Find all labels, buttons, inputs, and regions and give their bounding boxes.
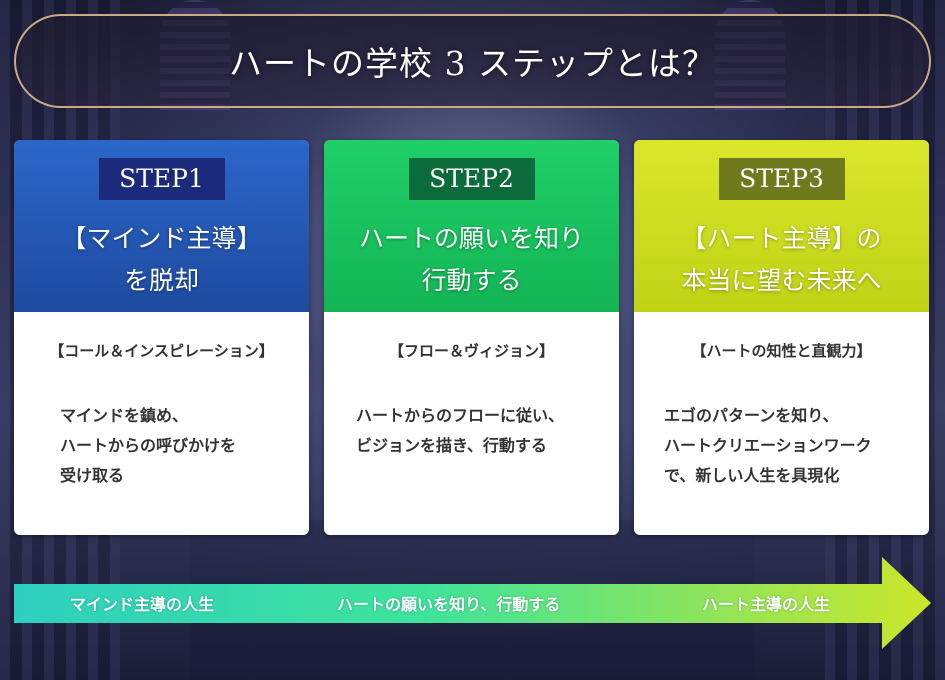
title-banner: ハートの学校 3 ステップとは？ [14, 14, 931, 108]
step-card-2: STEP2 ハートの願いを知り 行動する 【フロー＆ヴィジョン】 ハートからのフ… [324, 140, 619, 535]
step-card-header: STEP3 【ハート主導】の 本当に望む未来へ [634, 140, 929, 312]
progress-arrow-shape [14, 557, 931, 649]
step-heading: ハートの願いを知り 行動する [324, 218, 619, 302]
step-heading: 【マインド主導】 を脱却 [14, 218, 309, 302]
step-card-header: STEP1 【マインド主導】 を脱却 [14, 140, 309, 312]
step-heading-line: を脱却 [123, 266, 199, 295]
step-description-line: 受け取る [60, 466, 125, 485]
step-card-1: STEP1 【マインド主導】 を脱却 【コール＆インスピレーション】 マインドを… [14, 140, 309, 535]
step-subtitle: 【ハートの知性と直観力】 [691, 342, 872, 360]
step-badge: STEP3 [718, 158, 845, 200]
step-description-line: ハートからの呼びかけを [60, 436, 237, 455]
step-description-line: ハートクリエーションワーク [664, 436, 872, 455]
arrow-label-heart-action: ハートの願いを知り、行動する [337, 595, 561, 614]
step-heading-line: 【マインド主導】 [61, 224, 262, 253]
step-heading: 【ハート主導】の 本当に望む未来へ [634, 218, 929, 302]
arrow-label-mind-life: マインド主導の人生 [70, 595, 215, 614]
step-heading-line: ハートの願いを知り [358, 224, 584, 253]
step-description: ハートからのフローに従い、 ビジョンを描き、行動する [324, 401, 619, 461]
step-description-line: ビジョンを描き、行動する [356, 436, 547, 455]
step-subtitle: 【コール＆インスピレーション】 [49, 342, 274, 360]
step-description-line: マインドを鎮め、 [60, 406, 189, 425]
page-title: ハートの学校 3 ステップとは？ [229, 44, 716, 83]
step-card-header: STEP2 ハートの願いを知り 行動する [324, 140, 619, 312]
step-heading-line: 本当に望む未来へ [681, 266, 882, 295]
step-description-line: ハートからのフローに従い、 [356, 406, 565, 425]
step-description: エゴのパターンを知り、 ハートクリエーションワーク で、新しい人生を具現化 [634, 401, 929, 491]
step-description-line: エゴのパターンを知り、 [664, 406, 839, 425]
progress-arrow [14, 557, 931, 649]
step-badge: STEP2 [408, 158, 535, 200]
step-heading-line: 行動する [421, 266, 522, 295]
step-badge: STEP1 [98, 158, 225, 200]
step-subtitle: 【フロー＆ヴィジョン】 [388, 342, 554, 360]
step-card-3: STEP3 【ハート主導】の 本当に望む未来へ 【ハートの知性と直観力】 エゴの… [634, 140, 929, 535]
arrow-label-heart-life: ハート主導の人生 [702, 595, 831, 614]
step-description: マインドを鎮め、 ハートからの呼びかけを 受け取る [14, 401, 309, 491]
step-heading-line: 【ハート主導】の [681, 224, 882, 253]
step-description-line: で、新しい人生を具現化 [664, 466, 840, 485]
